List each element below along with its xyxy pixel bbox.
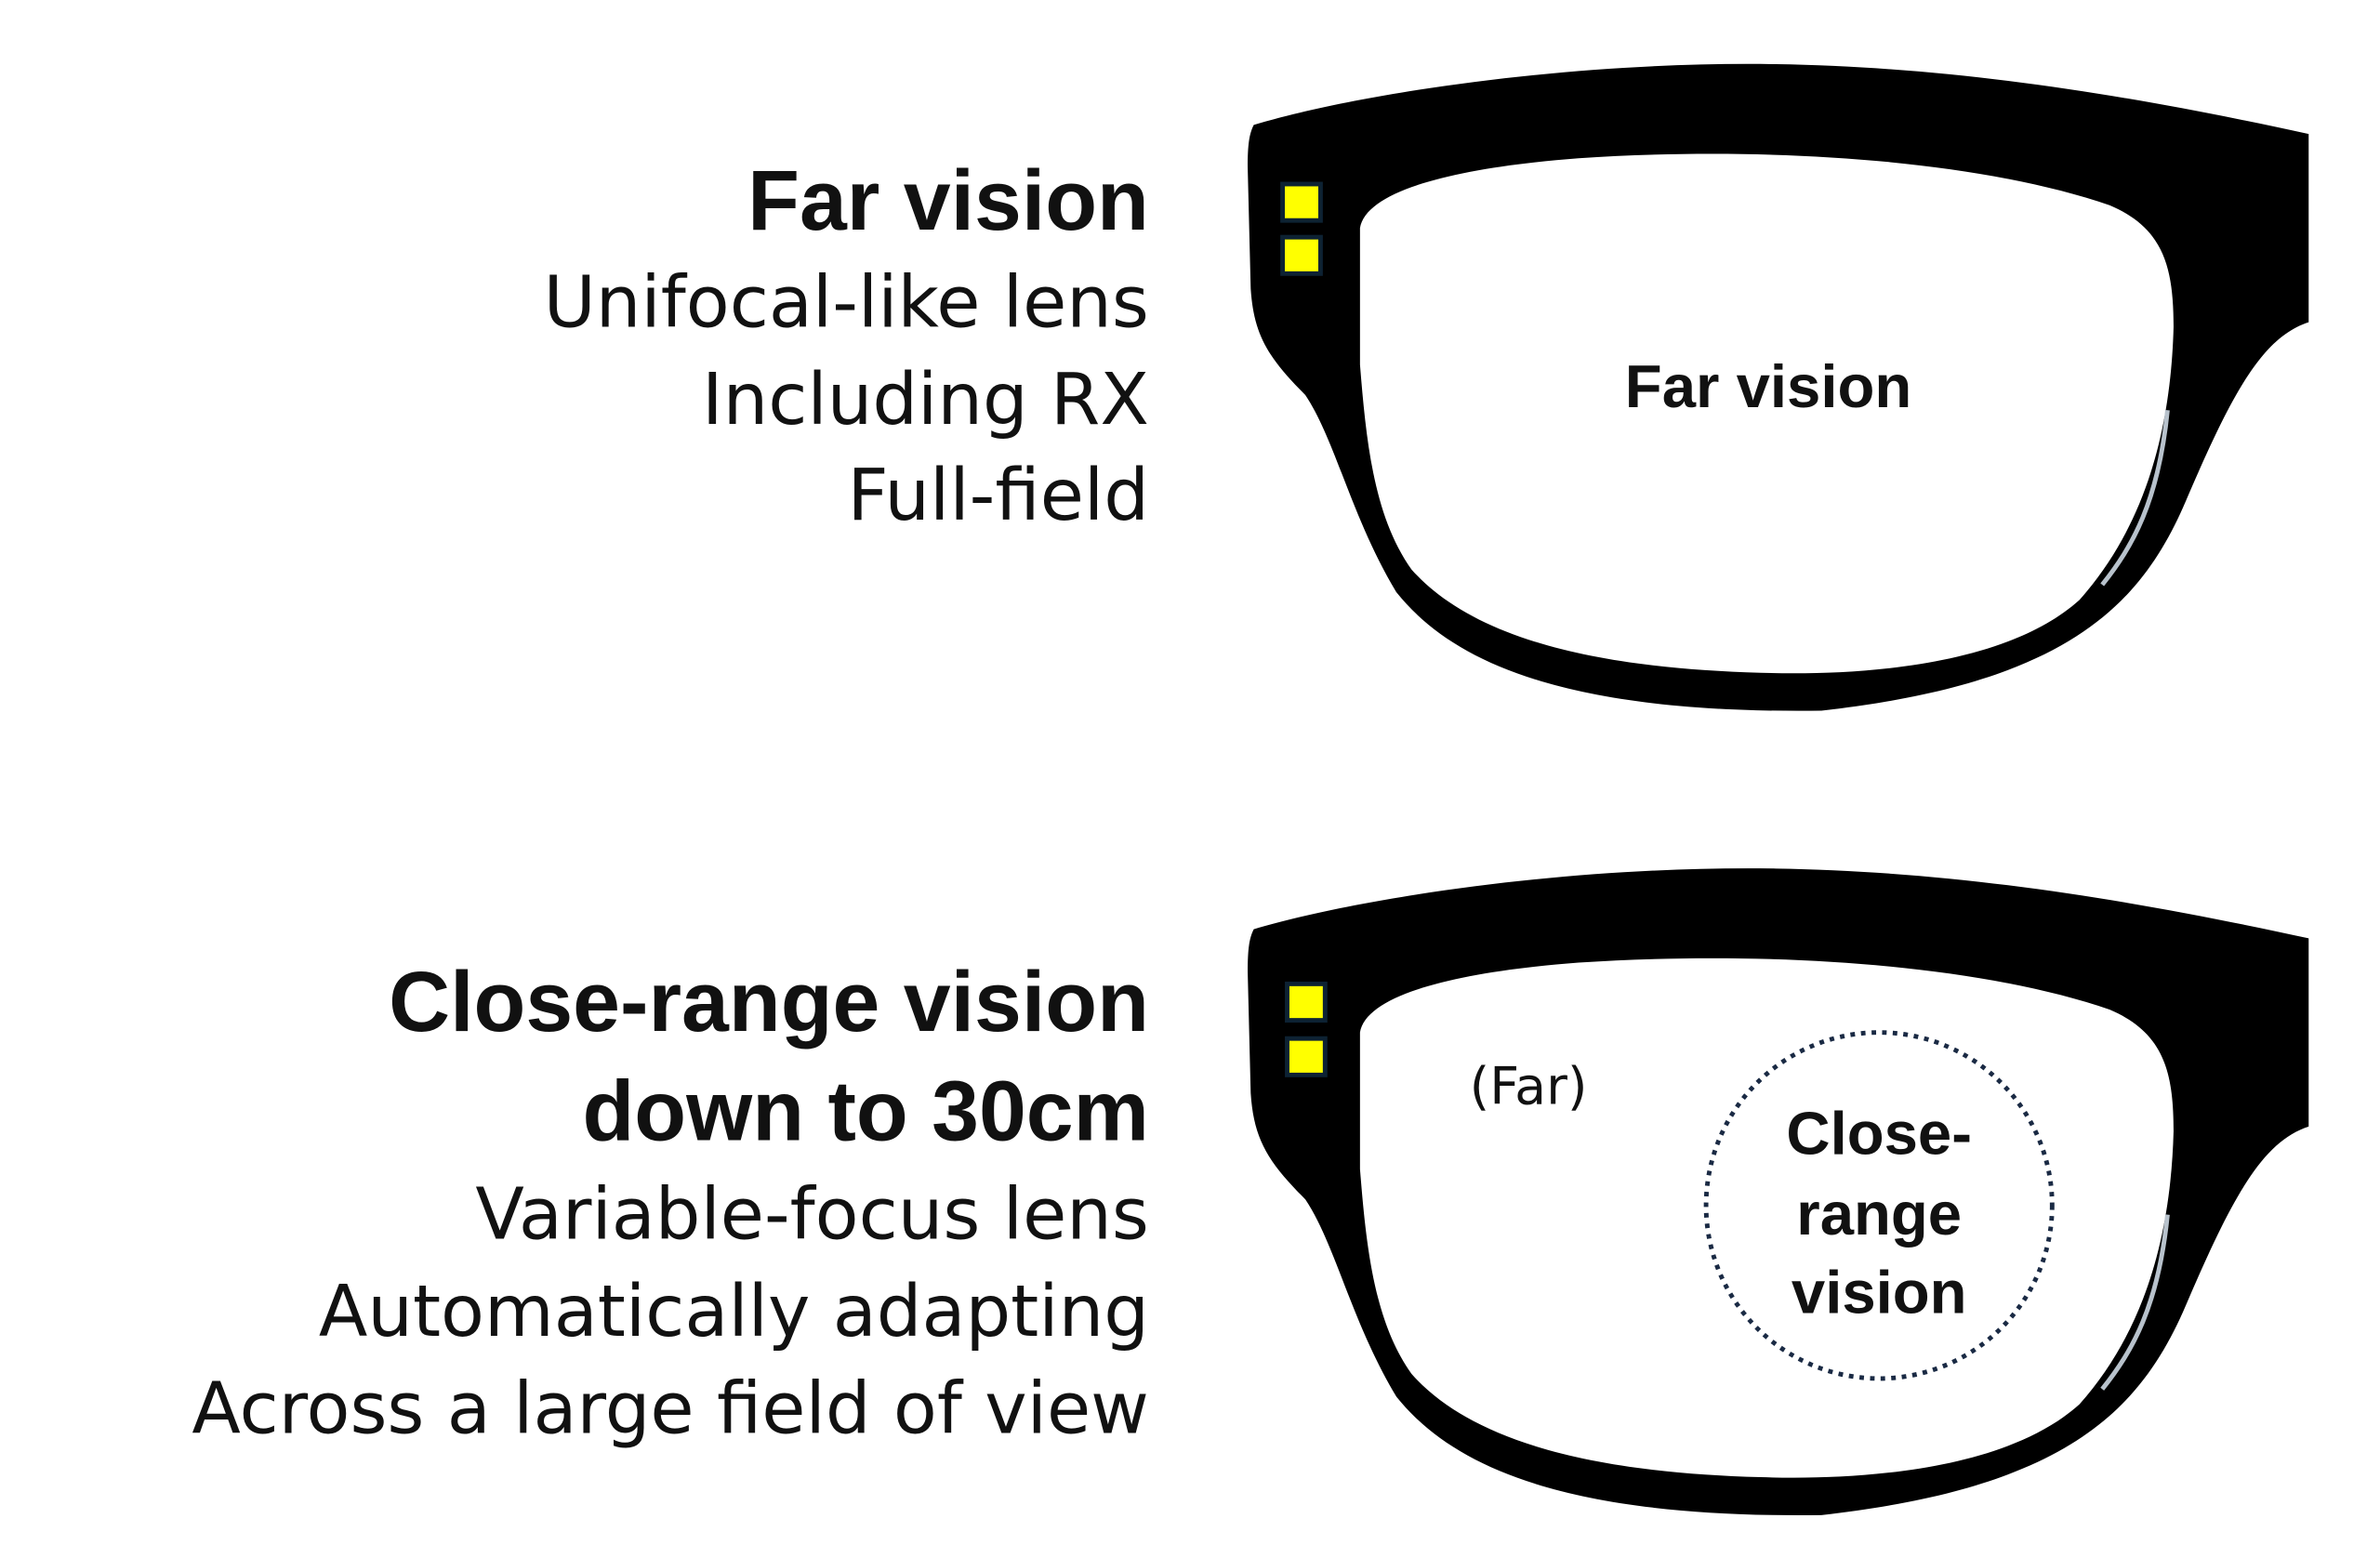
far-vision-line: Full-field: [848, 455, 1149, 537]
lens-label-close: range: [1796, 1180, 1962, 1248]
close-range-zone-circle: [1703, 1030, 2055, 1381]
lens-label-far-zone: (Far): [1470, 1056, 1588, 1116]
far-vision-line: Unifocal-like lens: [544, 261, 1149, 344]
far-vision-title: Far vision: [747, 153, 1149, 248]
far-vision-frame: Far vision: [1248, 64, 2308, 711]
far-vision-line: Including RX: [702, 359, 1149, 442]
close-range-frame: (Far) Close- range vision: [1248, 868, 2308, 1515]
indicator-light-icon: [1285, 981, 1328, 1023]
close-range-line: Automatically adapting: [319, 1271, 1149, 1353]
far-vision-description: Far vision Unifocal-like lens Including …: [544, 153, 1149, 537]
indicator-light-icon: [1285, 1036, 1328, 1077]
close-range-line: Variable-focus lens: [475, 1174, 1149, 1257]
close-range-title: Close-range vision: [389, 955, 1149, 1050]
indicator-light-icon: [1280, 234, 1323, 276]
close-range-line: Across a large field of view: [192, 1368, 1149, 1451]
close-range-title: down to 30cm: [582, 1064, 1148, 1159]
lens-label-close: vision: [1792, 1259, 1967, 1327]
lens-label-far: Far vision: [1625, 352, 1911, 420]
lens-label-close: Close-: [1786, 1099, 1972, 1167]
close-range-description: Close-range vision down to 30cm Variable…: [192, 955, 1149, 1451]
indicator-light-icon: [1280, 181, 1323, 223]
